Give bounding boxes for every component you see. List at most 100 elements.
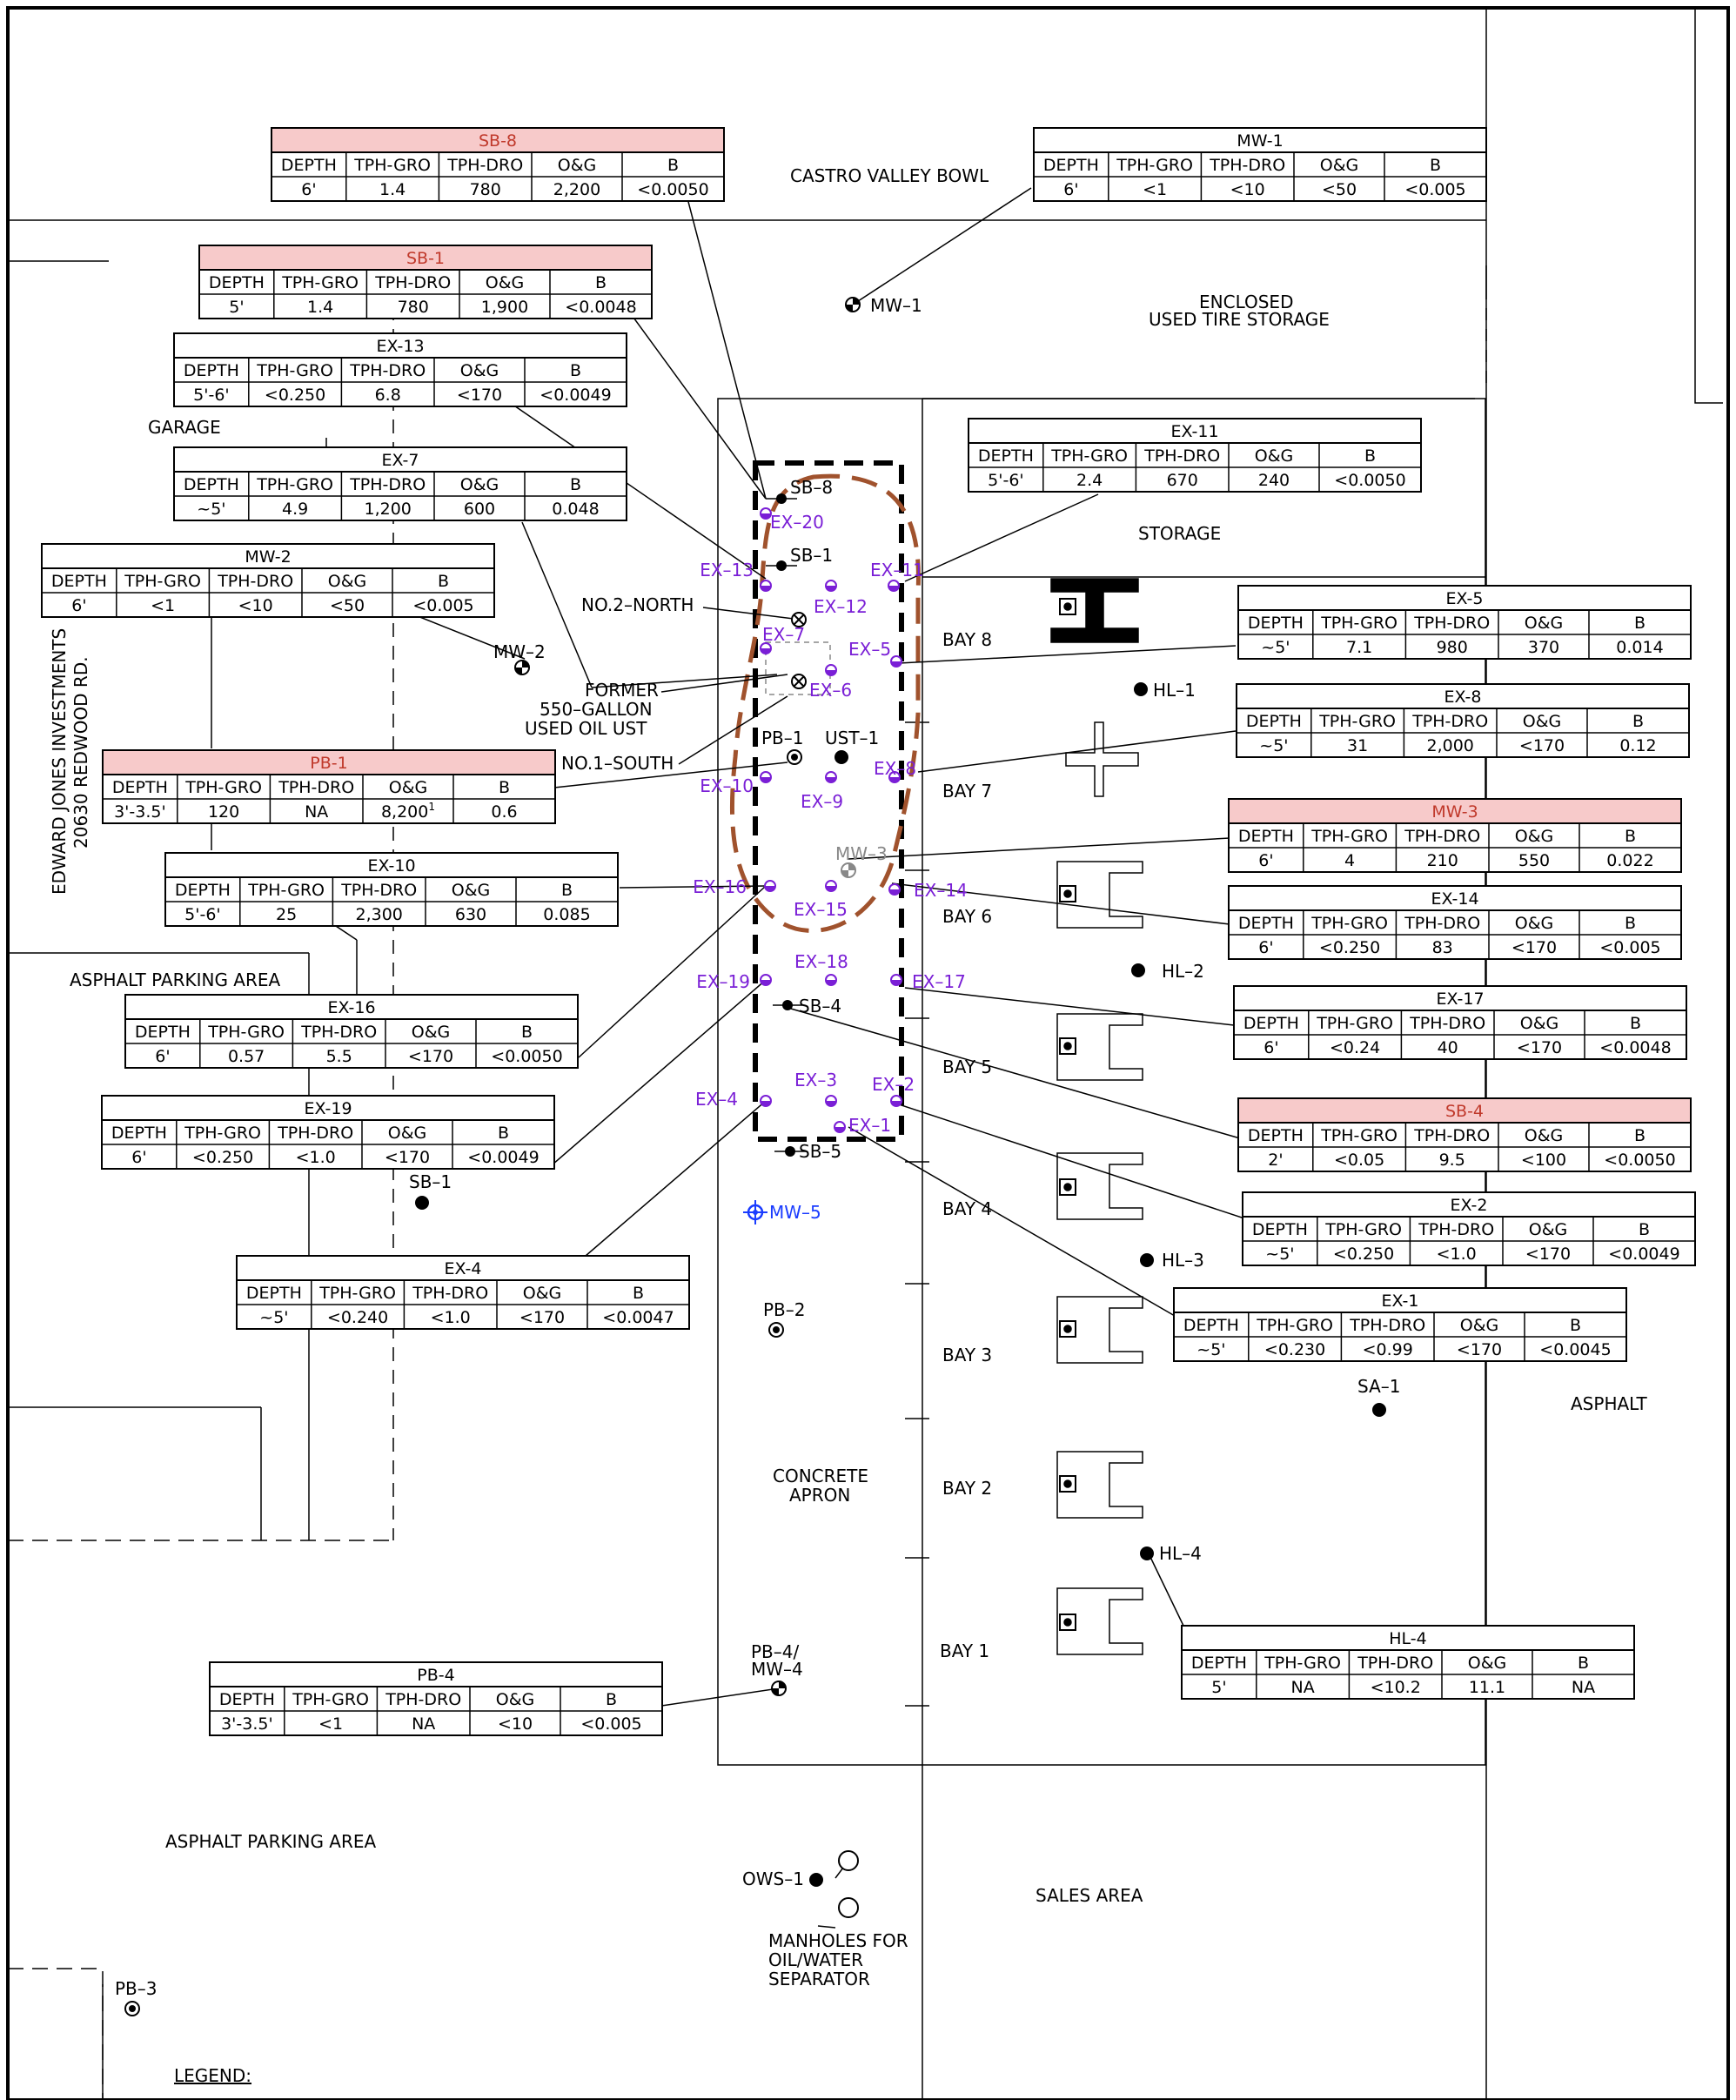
table-value-cell: 31	[1347, 736, 1368, 755]
hl2-point-label: HL–2	[1162, 961, 1204, 982]
ex7-sample-marker: EX–7	[760, 624, 805, 654]
table-header-cell: TPH-GRO	[1320, 614, 1398, 633]
table-header-cell: TPH-DRO	[1418, 1220, 1494, 1239]
ex20-sample-label: EX–20	[770, 512, 824, 533]
table-header-cell: B	[1364, 446, 1376, 466]
table-value-cell: 83	[1432, 938, 1453, 957]
table-header-cell: TPH-DRO	[1404, 914, 1480, 933]
concrete-label: CONCRETE	[773, 1466, 868, 1486]
pb4-point-label: PB–4/	[751, 1641, 800, 1662]
table-header-cell: B	[1430, 156, 1441, 175]
manholes-label: MANHOLES FOR	[768, 1930, 908, 1951]
table-ex-14: EX-14DEPTH6'TPH-GRO<0.250TPH-DRO83O&G<17…	[1228, 885, 1682, 960]
table-header-cell: TPH-GRO	[1316, 1014, 1393, 1033]
ex18-sample-marker: EX–18	[794, 951, 848, 986]
table-header-cell: DEPTH	[111, 1124, 167, 1143]
table-title: EX-17	[1436, 990, 1484, 1009]
table-value-cell: <0.250	[1333, 1245, 1394, 1264]
ex15-sample-marker: EX–15	[794, 880, 848, 920]
table-value-cell: <0.0045	[1539, 1340, 1611, 1359]
table-value-cell: <0.005	[1404, 180, 1465, 199]
table-value-cell: 5'-6'	[184, 905, 220, 924]
table-value-cell: <0.0050	[1334, 471, 1405, 490]
table-mw-1: MW-1DEPTH6'TPH-GRO<1TPH-DRO<10O&G<50B<0.…	[1033, 127, 1487, 202]
ex19-sample-label: EX–19	[696, 971, 750, 992]
table-header-cell: B	[570, 361, 581, 380]
table-value-cell: <10.2	[1371, 1678, 1421, 1697]
table-header-cell: B	[1630, 1014, 1641, 1033]
ex6-sample-marker: EX–6	[809, 664, 852, 701]
table-value-cell: <0.0048	[1599, 1038, 1671, 1057]
table-title: PB-4	[417, 1666, 454, 1685]
ex12-sample-label: EX–12	[814, 596, 868, 617]
table-header-cell: B	[1570, 1316, 1581, 1335]
table-value-cell: 4.9	[282, 500, 308, 519]
hl2-marker	[1131, 963, 1145, 977]
oil-water-label: OIL/WATER	[768, 1949, 863, 1970]
ex1-sample-label: EX–1	[848, 1115, 891, 1136]
sales-area-label: SALES AREA	[1036, 1885, 1143, 1906]
table-value-cell: 0.085	[543, 905, 590, 924]
ust-south-marker	[791, 674, 807, 689]
table-header-cell: DEPTH	[1238, 827, 1294, 846]
table-header-cell: DEPTH	[175, 881, 231, 900]
mw3-point-label: MW–3	[835, 843, 888, 864]
table-value-cell: 5.5	[326, 1047, 352, 1066]
table-value-cell: 1,200	[364, 500, 411, 519]
table-header-cell: TPH-GRO	[1310, 914, 1388, 933]
table-value-cell: ~5'	[1265, 1245, 1294, 1264]
table-value-cell: 1.4	[307, 298, 333, 317]
bay-6-lift-icon	[1056, 861, 1143, 929]
table-value-cell: 3'-3.5'	[114, 802, 166, 822]
bay-2-label: BAY 2	[942, 1478, 992, 1499]
storage-label: STORAGE	[1138, 523, 1221, 544]
table-header-cell: O&G	[1523, 712, 1562, 731]
bay-1-lift-icon	[1056, 1587, 1143, 1655]
table-value-cell: <0.05	[1334, 1151, 1384, 1170]
ex4-sample-marker: EX–4	[695, 1089, 772, 1110]
table-header-cell: O&G	[1255, 446, 1294, 466]
table-title: EX-5	[1445, 589, 1483, 608]
ex9-sample-label: EX–9	[801, 791, 843, 812]
bay-5-label: BAY 5	[942, 1057, 992, 1077]
table-title: EX-7	[381, 451, 419, 470]
table-header-cell: TPH-GRO	[281, 273, 359, 292]
table-header-cell: TPH-DRO	[349, 361, 426, 380]
area-labels: CASTRO VALLEY BOWL ENCLOSED USED TIRE ST…	[49, 165, 1648, 2086]
no2-north-label: NO.2–NORTH	[581, 594, 694, 615]
table-value-cell: <0.0047	[602, 1308, 674, 1327]
garage-label: GARAGE	[148, 417, 221, 438]
hl3-marker	[1140, 1253, 1154, 1267]
mw5-marker	[743, 1200, 767, 1224]
table-value-cell: ~5'	[197, 500, 225, 519]
table-header-cell: DEPTH	[184, 475, 239, 494]
table-header-cell: TPH-DRO	[1404, 827, 1480, 846]
table-value-cell: 7.1	[1346, 638, 1372, 657]
ows1-marker	[809, 1873, 823, 1887]
table-value-cell: 8,2001	[381, 801, 435, 822]
ex10-sample-marker: EX–10	[700, 771, 772, 796]
table-header-cell: TPH-DRO	[1413, 614, 1490, 633]
hl1-marker	[1134, 682, 1148, 696]
point-markers	[124, 297, 1386, 2016]
table-header-cell: TPH-DRO	[1409, 1014, 1485, 1033]
hl4-marker	[1140, 1546, 1154, 1560]
table-header-cell: B	[521, 1023, 533, 1042]
bay-1-label: BAY 1	[940, 1640, 989, 1661]
table-value-cell: 6'	[1263, 1038, 1278, 1057]
redwood-rd-label: 20630 REDWOOD RD.	[70, 656, 91, 849]
table-ex-10: EX-10DEPTH5'-6'TPH-GRO25TPH-DRO2,300O&G6…	[164, 852, 619, 927]
table-header-cell: DEPTH	[1248, 1126, 1304, 1145]
table-value-cell: <0.0048	[565, 298, 636, 317]
table-header-cell: DEPTH	[1183, 1316, 1239, 1335]
table-value-cell: <1.0	[431, 1308, 471, 1327]
bay-8-lift-icon	[1050, 578, 1139, 643]
table-ex-16: EX-16DEPTH6'TPH-GRO0.57TPH-DRO5.5O&G<170…	[124, 994, 579, 1069]
excavation-sample-markers: EX–20EX–13EX–12EX–11EX–7EX–5EX–6EX–10EX–…	[693, 507, 968, 1136]
bay-5-lift-icon	[1056, 1013, 1143, 1081]
table-value-cell: <0.0050	[637, 180, 708, 199]
sa1-marker	[1372, 1403, 1386, 1417]
table-title: EX-14	[1431, 889, 1478, 909]
table-value-cell: <10	[498, 1714, 533, 1734]
table-value-cell: <170	[519, 1308, 565, 1327]
